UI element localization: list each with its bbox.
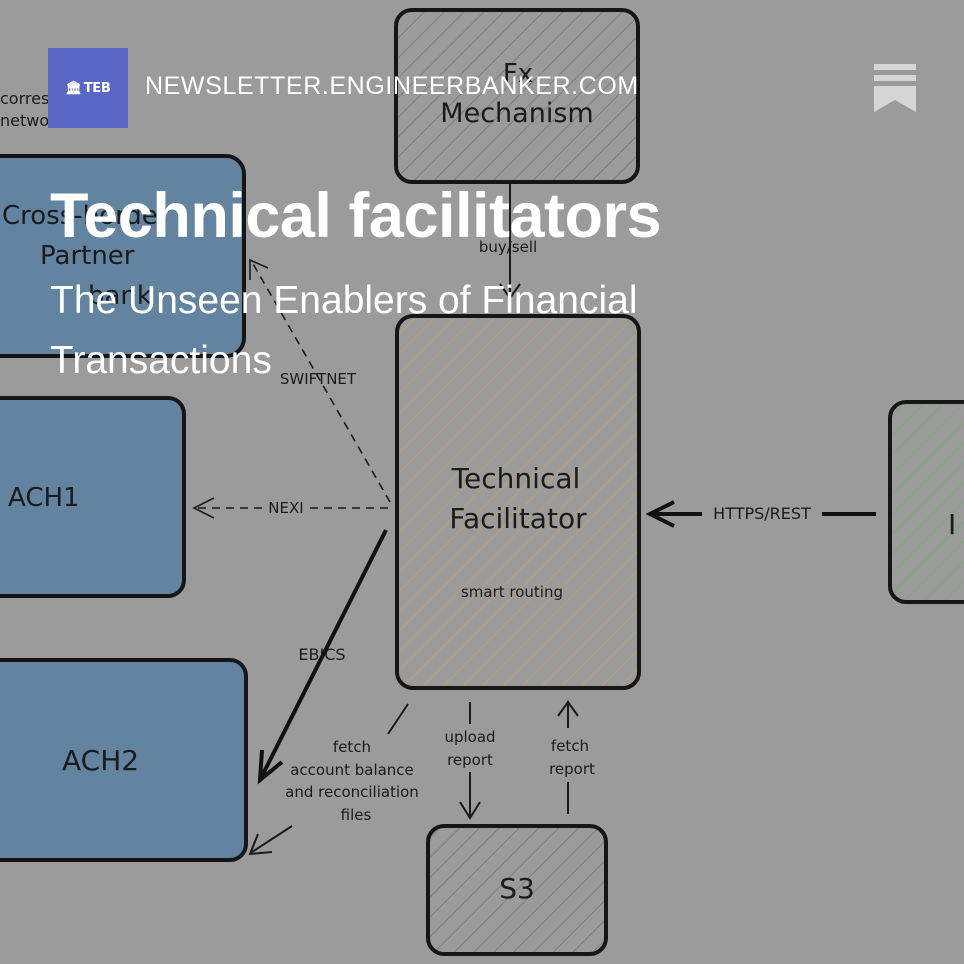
cross-label-2: Partner xyxy=(40,241,135,271)
corres-label-2: netwo xyxy=(0,111,49,130)
s3-label: S3 xyxy=(499,872,535,905)
corres-label-1: corres xyxy=(0,89,49,108)
fetch-balance-label-2: account balance xyxy=(290,761,414,779)
tf-label-1: Technical xyxy=(451,462,581,495)
https-rest-arrow: HTTPS/REST xyxy=(645,500,876,528)
upload-report-arrow: upload report xyxy=(444,702,496,820)
fetch-balance-label-1: fetch xyxy=(333,738,371,756)
buy-sell-arrow: buy/sell xyxy=(479,184,537,300)
ebics-label: EBICS xyxy=(298,645,345,664)
post-subtitle: The Unseen Enablers of Financial Transac… xyxy=(50,279,638,382)
nexi-arrow: NEXI xyxy=(192,497,388,519)
ach2-label: ACH2 xyxy=(62,744,139,777)
ach1-box: ACH1 xyxy=(0,396,186,598)
right-box-label: I xyxy=(948,508,956,541)
upload-report-label-1: upload xyxy=(444,728,495,746)
ebics-arrow: EBICS xyxy=(257,529,388,785)
fetch-balance-label-4: files xyxy=(341,806,372,824)
fx-label-1: Fx xyxy=(503,59,533,89)
logo-text: TEB xyxy=(83,80,111,96)
https-rest-label: HTTPS/REST xyxy=(713,504,811,523)
cross-border-partner-box: Cross-border Partner bank xyxy=(0,154,246,358)
post-title: Technical facilitators xyxy=(50,181,662,251)
buy-sell-label: buy/sell xyxy=(479,238,537,256)
fetch-report-label-1: fetch xyxy=(551,737,589,755)
fetch-report-arrow: fetch report xyxy=(549,700,595,814)
swiftnet-label: SWIFTNET xyxy=(280,370,357,388)
tf-label-2: Facilitator xyxy=(449,502,587,535)
fx-mechanism-box: Fx Mechanism xyxy=(394,8,640,184)
fetch-balance-arrow: fetch account balance and reconciliation… xyxy=(248,703,419,856)
swiftnet-arrow: SWIFTNET xyxy=(249,258,391,503)
ach1-label: ACH1 xyxy=(8,483,80,513)
upload-report-label-2: report xyxy=(447,751,493,769)
technical-facilitator-box: Technical Facilitator smart routing xyxy=(395,314,641,690)
fetch-balance-label-3: and reconciliation xyxy=(285,783,419,801)
fetch-report-label-2: report xyxy=(549,760,595,778)
bookmark-icon[interactable] xyxy=(874,64,916,112)
s3-box: S3 xyxy=(426,824,608,956)
bank-icon: 🏛 xyxy=(65,80,83,96)
right-service-box: I xyxy=(888,400,964,604)
cross-label-1: Cross-border xyxy=(2,201,169,231)
publication-logo[interactable]: 🏛 TEB xyxy=(48,48,128,128)
publication-domain[interactable]: NEWSLETTER.ENGINEERBANKER.COM xyxy=(145,72,639,100)
tf-note: smart routing xyxy=(461,583,563,601)
cross-label-3: bank xyxy=(88,281,152,311)
ach2-box: ACH2 xyxy=(0,658,248,862)
fx-label-2: Mechanism xyxy=(440,98,593,129)
nexi-label: NEXI xyxy=(268,499,303,517)
